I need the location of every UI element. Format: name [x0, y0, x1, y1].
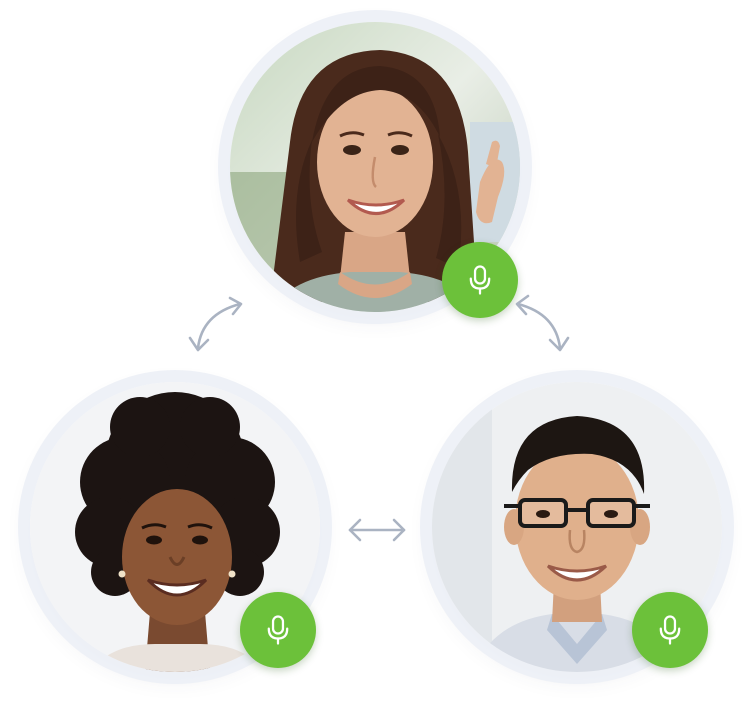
microphone-icon [469, 265, 491, 295]
curved-two-way-arrow-icon [184, 294, 250, 360]
participant-top[interactable] [230, 22, 520, 318]
woman-curly-hair-avatar [30, 382, 320, 672]
woman-long-hair-waving-avatar [230, 22, 520, 312]
mic-toggle-button[interactable] [632, 592, 708, 668]
two-way-arrow-icon [344, 512, 410, 548]
participant-right[interactable] [432, 382, 722, 672]
participant-left[interactable] [30, 382, 320, 672]
curved-two-way-arrow-icon [508, 294, 574, 360]
microphone-icon [659, 615, 681, 645]
mic-toggle-button[interactable] [442, 242, 518, 318]
mic-toggle-button[interactable] [240, 592, 316, 668]
microphone-icon [267, 615, 289, 645]
